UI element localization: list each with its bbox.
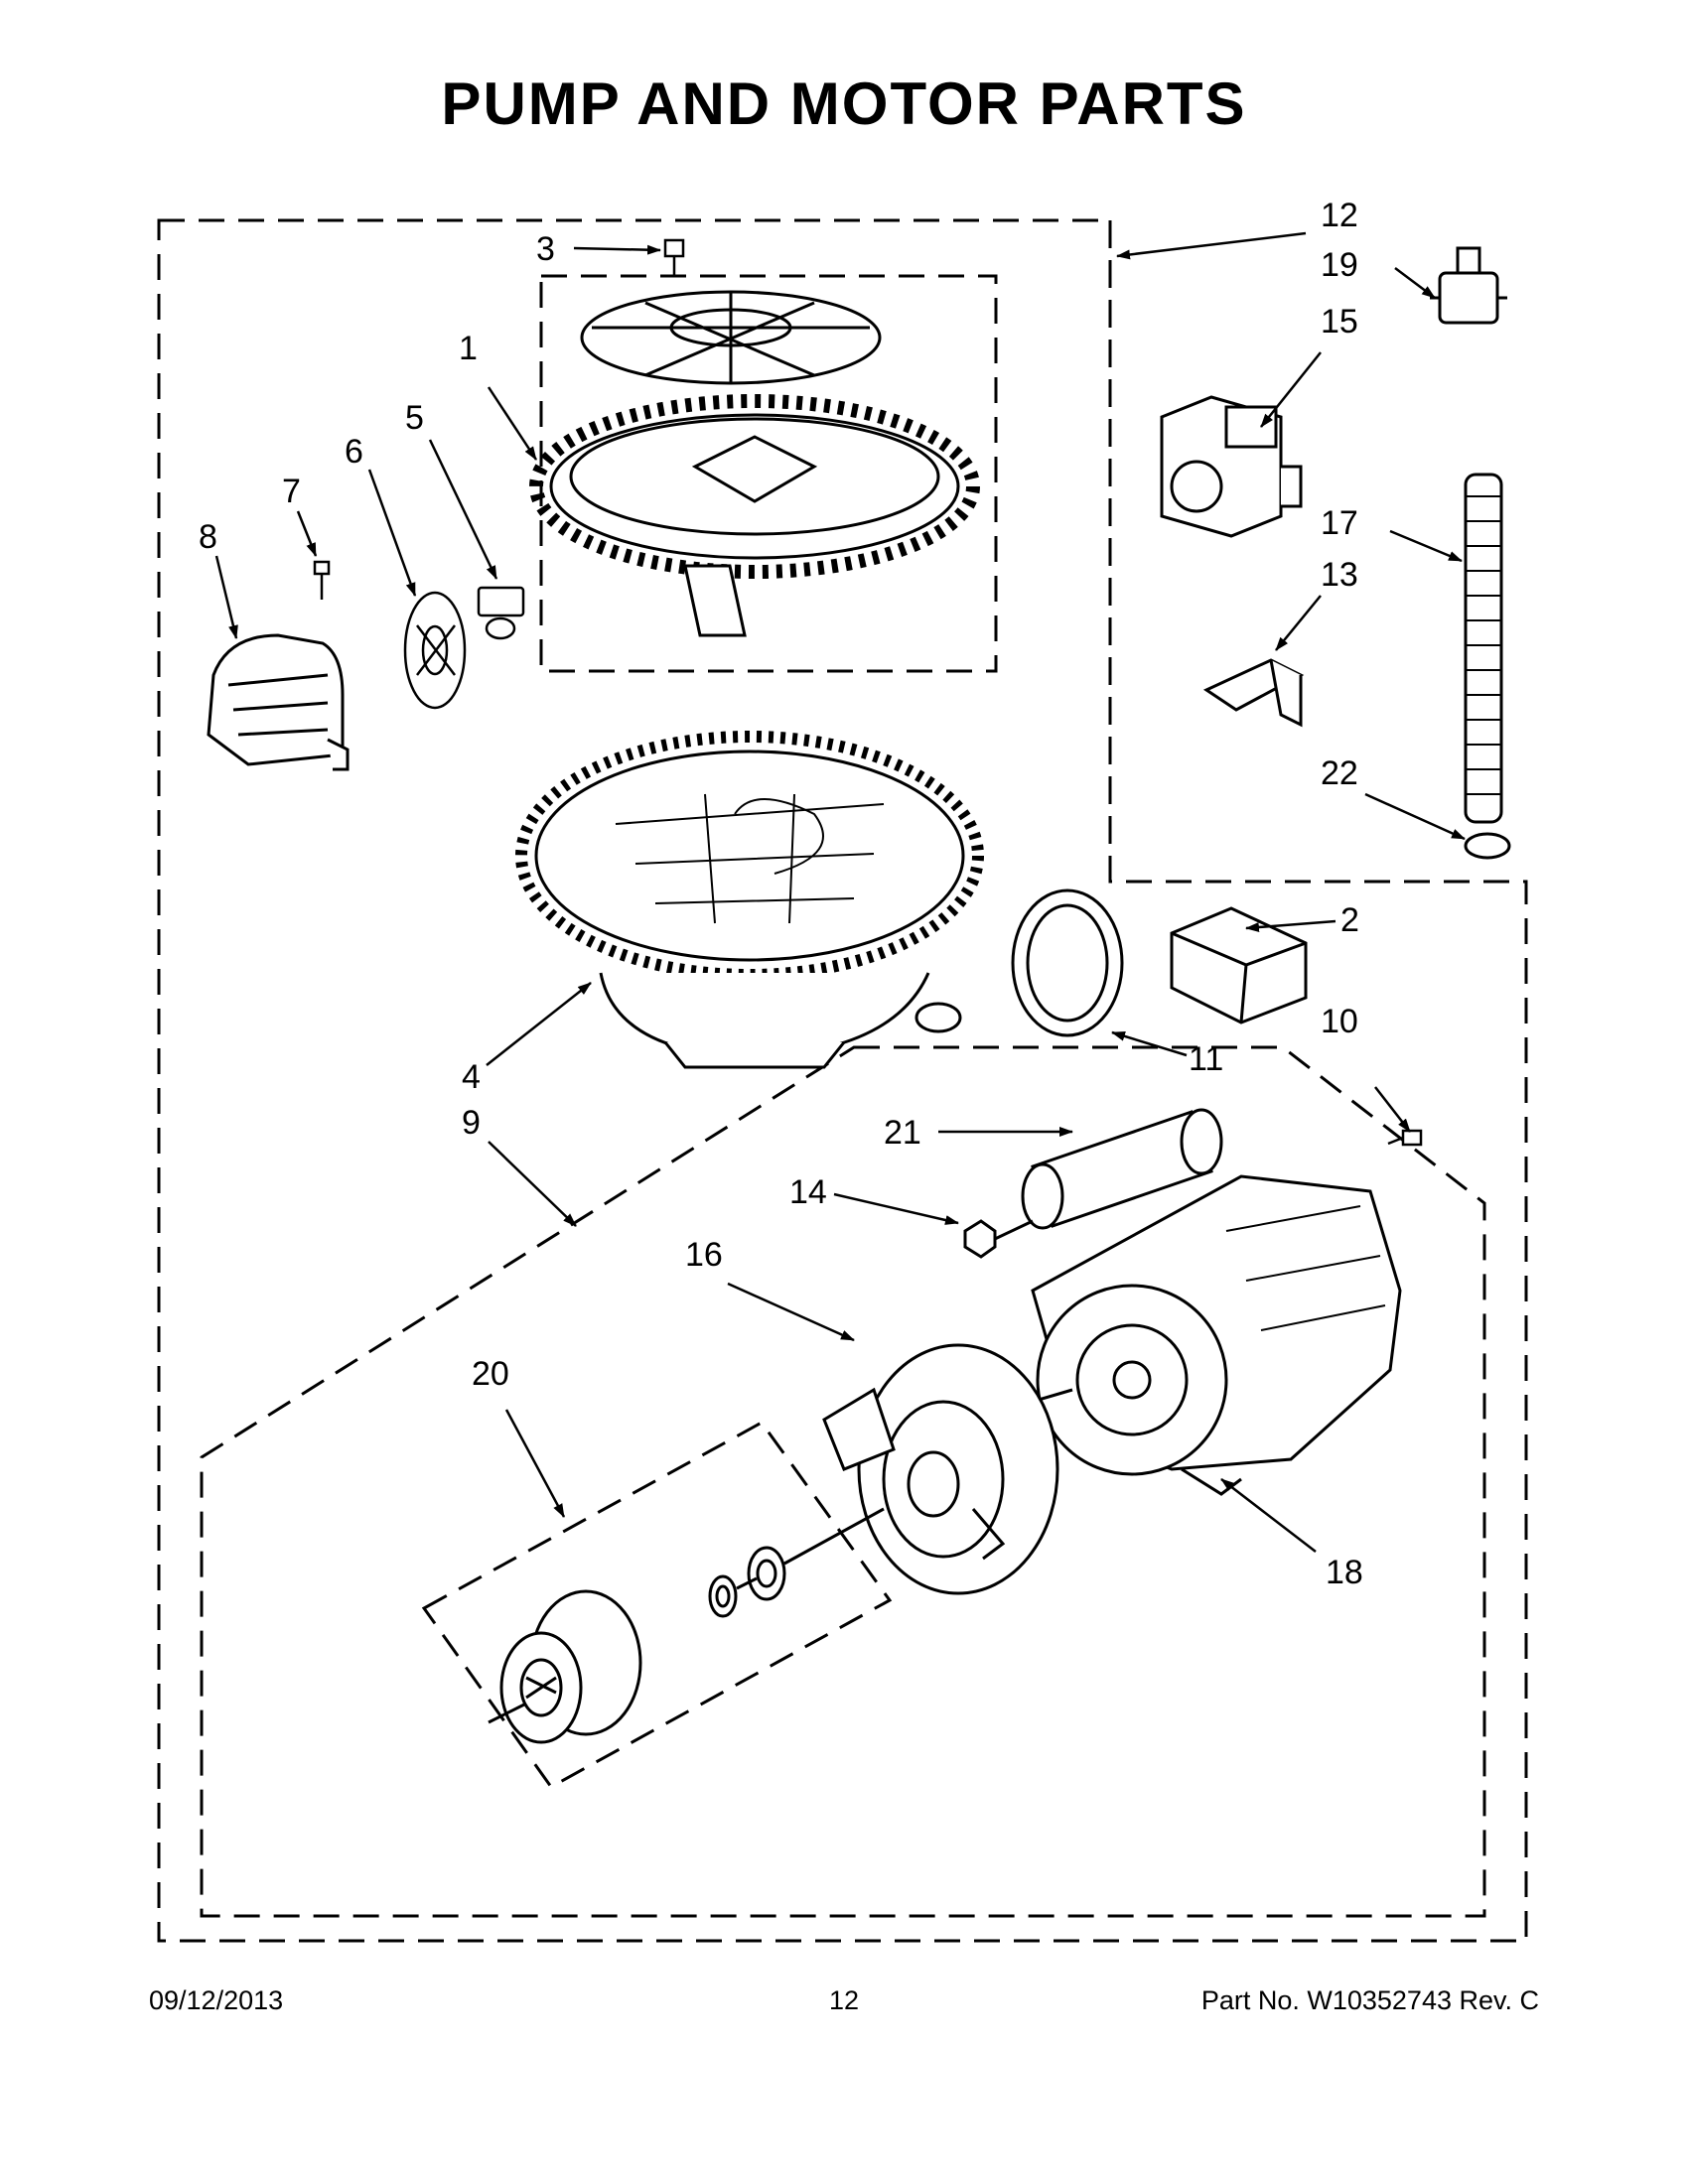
- callout-2: 2: [1340, 901, 1359, 939]
- leader-arrow-1: [487, 386, 538, 461]
- sump-part-4: [515, 731, 984, 1069]
- screw-part-7: [313, 560, 331, 600]
- leader-arrow-17: [1389, 529, 1463, 563]
- leader-arrow-13: [1275, 595, 1322, 651]
- callout-9: 9: [462, 1104, 481, 1142]
- motor-assembly-outline: [200, 1045, 1486, 1918]
- leader-arrow-4: [486, 982, 592, 1066]
- motor-part-18: [1004, 1174, 1402, 1496]
- footer-date: 09/12/2013: [149, 1985, 284, 2015]
- part-2: [1170, 906, 1308, 1024]
- footer-page-number: 12: [828, 1985, 860, 2015]
- screw-part-10: [1387, 1129, 1423, 1147]
- sensor-part-19: [1430, 246, 1507, 325]
- callout-11: 11: [1189, 1040, 1223, 1078]
- leader-arrow-11: [1111, 1030, 1188, 1057]
- leader-arrow-12: [1116, 231, 1307, 260]
- clip-part-13: [1202, 658, 1305, 728]
- callout-16: 16: [685, 1236, 723, 1274]
- footer-part-number: Part No. W10352743 Rev. C: [1200, 1985, 1539, 2015]
- leader-arrow-8: [214, 555, 238, 639]
- leader-arrow-5: [428, 439, 498, 580]
- impeller-part-20: [488, 1507, 885, 1744]
- impeller-assembly-outline: [421, 1421, 893, 1789]
- leader-arrow-6: [367, 469, 417, 597]
- leader-arrow-16: [727, 1282, 855, 1342]
- leader-arrow-22: [1364, 792, 1466, 841]
- callout-20: 20: [472, 1355, 509, 1393]
- nut-part-14: [963, 1219, 1034, 1259]
- filter-cover-part-1: [580, 290, 882, 385]
- callout-7: 7: [282, 473, 301, 510]
- callout-14: 14: [789, 1173, 827, 1211]
- callout-1: 1: [459, 330, 478, 367]
- pump-housing-part-16: [822, 1343, 1059, 1595]
- callout-15: 15: [1321, 303, 1358, 341]
- leader-arrow-19: [1394, 267, 1436, 299]
- callout-5: 5: [405, 399, 424, 437]
- page-title: PUMP AND MOTOR PARTS: [441, 70, 1247, 137]
- seal-ring-part-11: [1011, 888, 1124, 1037]
- callout-3: 3: [536, 230, 555, 268]
- clamp-part-22: [1464, 832, 1511, 860]
- callout-21: 21: [884, 1114, 921, 1152]
- callout-8: 8: [199, 518, 217, 556]
- cover-part-8: [207, 633, 350, 771]
- leader-arrow-14: [833, 1192, 959, 1225]
- screw-part-3: [663, 238, 685, 276]
- leader-arrow-20: [504, 1409, 566, 1518]
- leader-arrow-2: [1245, 919, 1336, 932]
- callout-12: 12: [1321, 197, 1358, 234]
- callout-17: 17: [1321, 504, 1358, 542]
- filter-ring-part-1: [529, 394, 980, 637]
- callout-22: 22: [1321, 754, 1358, 792]
- chopper-part-6: [403, 591, 467, 710]
- callout-19: 19: [1321, 246, 1358, 284]
- drain-pump-part-15: [1160, 395, 1303, 538]
- capacitor-part-21: [1021, 1108, 1223, 1230]
- assembly-outline-main: [157, 218, 1528, 1943]
- leader-arrow-3: [573, 244, 661, 255]
- leader-arrow-15: [1260, 351, 1322, 428]
- hose-part-17: [1464, 473, 1503, 824]
- leader-arrow-9: [488, 1141, 577, 1227]
- callout-4: 4: [462, 1058, 481, 1096]
- leader-arrow-18: [1220, 1478, 1317, 1553]
- callout-18: 18: [1326, 1554, 1363, 1591]
- callout-6: 6: [345, 433, 363, 471]
- part-5: [477, 586, 525, 640]
- leader-arrow-7: [296, 510, 318, 557]
- callout-13: 13: [1321, 556, 1358, 594]
- leader-arrow-10: [1374, 1086, 1411, 1133]
- callout-10: 10: [1321, 1003, 1358, 1040]
- filter-assembly-box: [539, 274, 998, 673]
